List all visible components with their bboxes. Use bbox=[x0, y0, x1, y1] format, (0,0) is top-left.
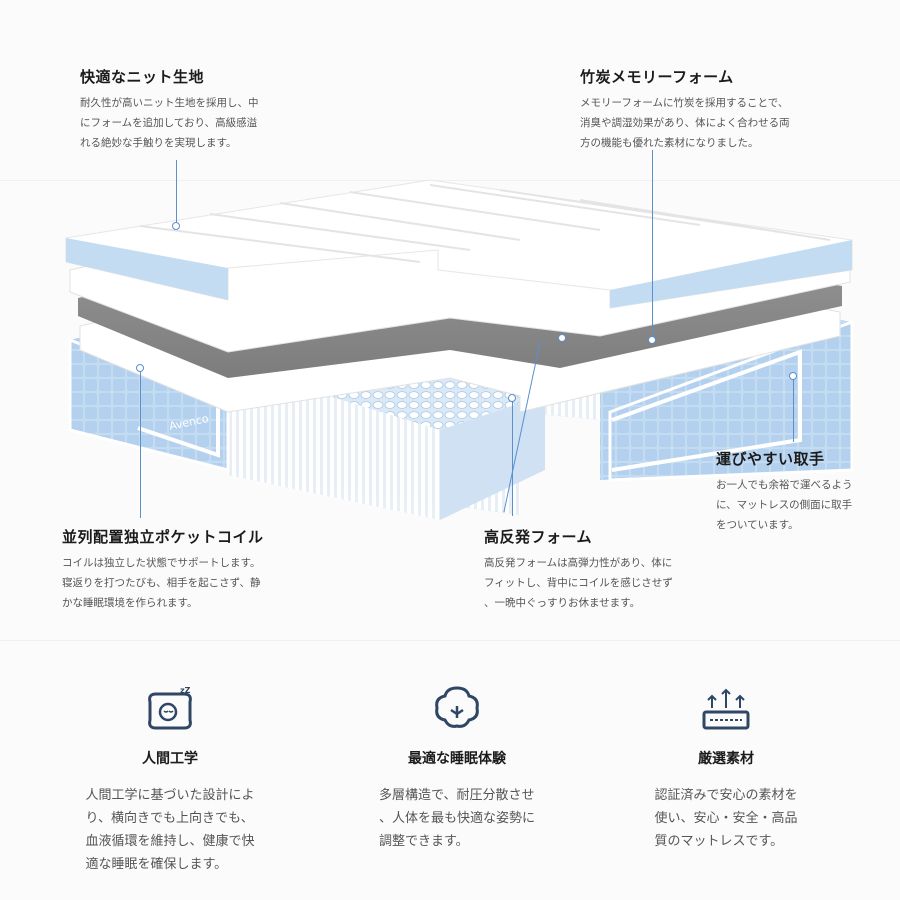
callout-pocket-coil: 並列配置独立ポケットコイル コイルは独立した状態でサポートします。 寝返りを打つ… bbox=[62, 526, 264, 613]
callout-bamboo-memory-foam: 竹炭メモリーフォーム メモリーフォームに竹炭を採用することで、 消臭や調湿効果が… bbox=[580, 66, 790, 153]
callout-title: 竹炭メモリーフォーム bbox=[580, 68, 734, 86]
callout-high-resilience-foam: 高反発フォーム 高反発フォームは高弾力性があり、体に フィットし、背中にコイルを… bbox=[484, 526, 673, 613]
feature-ergonomics: zZ 人間工学 人間工学に基づいた設計によ り、横向きでも上向きでも、 血液循環… bbox=[35, 684, 305, 876]
callout-title: 運びやすい取手 bbox=[716, 450, 825, 468]
callout-description: コイルは独立した状態でサポートします。 寝返りを打つたびも、相手を起こさず、静 … bbox=[62, 557, 261, 609]
callout-description: 高反発フォームは高弾力性があり、体に フィットし、背中にコイルを感じさせず 、一… bbox=[484, 557, 673, 609]
ventilated-mattress-icon bbox=[702, 688, 750, 730]
callout-title: 高反発フォーム bbox=[484, 528, 593, 546]
feature-title: 厳選素材 bbox=[698, 751, 754, 767]
callout-description: お一人でも余裕で運べるよう に、マットレスの側面に取手 をついています。 bbox=[716, 479, 853, 531]
coil-leader-line bbox=[140, 368, 141, 518]
handle-leader-dot bbox=[789, 372, 797, 380]
background-stripe bbox=[0, 640, 900, 641]
svg-text:zZ: zZ bbox=[180, 686, 191, 695]
bamboo-leader-line bbox=[652, 150, 653, 338]
feature-title: 人間工学 bbox=[142, 751, 198, 767]
knit-leader-dot bbox=[172, 222, 180, 230]
cotton-flower-icon bbox=[435, 686, 479, 728]
handle-leader-line bbox=[793, 378, 794, 442]
callout-title: 快適なニット生地 bbox=[80, 68, 205, 86]
bamboo-leader-dot bbox=[648, 336, 656, 344]
foam-leader-line-1 bbox=[512, 398, 513, 516]
knit-top-layer bbox=[65, 179, 853, 309]
callout-carry-handle: 運びやすい取手 お一人でも余裕で運べるよう に、マットレスの側面に取手 をついて… bbox=[716, 448, 853, 535]
callout-description: 耐久性が高いニット生地を採用し、中 にフォームを追加しており、高級感溢 れる絶妙… bbox=[80, 97, 259, 149]
feature-sleep-experience: 最適な睡眠体験 多層構造で、耐圧分散させ 、人体を最も快適な姿勢に 調整できます… bbox=[322, 684, 592, 853]
foam-leader-dot-1 bbox=[508, 394, 516, 402]
feature-selected-materials: 厳選素材 認証済みで安心の素材を 使い、安心・安全・高品 質のマットレスです。 bbox=[591, 684, 861, 853]
foam-leader-dot-2 bbox=[558, 334, 566, 342]
callout-description: メモリーフォームに竹炭を採用することで、 消臭や調湿効果があり、体によく合わせる… bbox=[580, 97, 790, 149]
callout-knit-fabric: 快適なニット生地 耐久性が高いニット生地を採用し、中 にフォームを追加しており、… bbox=[80, 66, 259, 153]
coil-leader-dot bbox=[136, 364, 144, 372]
callout-title: 並列配置独立ポケットコイル bbox=[62, 528, 264, 546]
feature-description: 人間工学に基づいた設計によ り、横向きでも上向きでも、 血液循環を維持し、健康で… bbox=[85, 788, 255, 872]
side-handle-right bbox=[611, 349, 802, 472]
feature-description: 認証済みで安心の素材を 使い、安心・安全・高品 質のマットレスです。 bbox=[654, 788, 798, 849]
knit-leader-line bbox=[176, 160, 177, 224]
feature-title: 最適な睡眠体験 bbox=[408, 751, 506, 767]
background-stripe bbox=[0, 180, 900, 181]
feature-description: 多層構造で、耐圧分散させ 、人体を最も快適な姿勢に 調整できます。 bbox=[378, 788, 535, 849]
sleeping-pillow-icon: zZ bbox=[148, 686, 192, 730]
